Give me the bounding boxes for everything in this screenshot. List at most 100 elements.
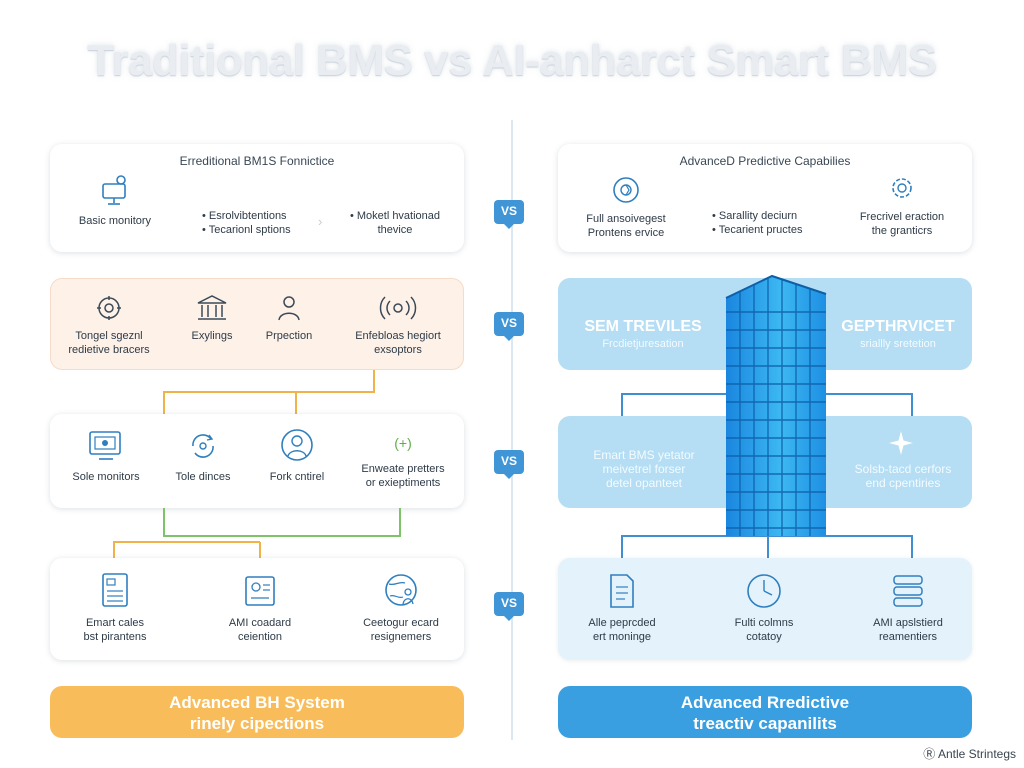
refresh-cycle-icon <box>192 434 214 458</box>
left-card2-item4-line1: Enfebloas hegiort <box>355 330 441 342</box>
document-icon <box>610 574 634 608</box>
left-card2-item3-line1: Prpection <box>265 330 313 342</box>
footer-credit: Ⓡ Antle Strintegs <box>923 745 1016 762</box>
left-card-controls: Sole monitors Tole dinces Fork cntirel (… <box>50 414 464 508</box>
left-card3-item4-line2: or exieptiments <box>365 477 441 489</box>
sparkle-icon <box>889 431 913 455</box>
left-card3-item1-line1: Sole monitors <box>72 471 140 483</box>
chevron-right-icon: › <box>318 214 323 229</box>
right-card1-title: AdvanceD Predictive Capabilies <box>679 154 851 168</box>
right-banner-line1: Advanced Rredictive <box>680 693 850 712</box>
right-card4-item2-line1: Fulti colmns <box>734 617 794 629</box>
left-card3-item4-line1: Enweate pretters <box>361 463 445 475</box>
gear-cycle-icon <box>97 296 121 320</box>
right-card4-item2: Fulti colmns cotatoy <box>716 572 812 644</box>
right-card1-item1: Full ansoivegest Prontens ervice <box>568 174 684 240</box>
gear-settings-icon <box>892 178 912 198</box>
left-card2-item3: Prpection <box>253 293 325 343</box>
left-card4-item1-line2: bst pirantens <box>83 631 147 643</box>
vs-badge-2: VS <box>494 312 524 341</box>
monitor-screen-icon <box>89 431 121 460</box>
center-divider <box>511 120 513 740</box>
right-card1-item3-line2: the granticrs <box>871 225 933 237</box>
right-card4-item3: AMI apslstierd reamentiers <box>848 572 968 644</box>
skyscraper-illustration <box>725 274 827 536</box>
page-title: Traditional BMS vs AI-anharct Smart BMS <box>87 36 937 85</box>
right-card3-right-line2: end cpentiries <box>865 476 941 490</box>
left-card1-item3-line2: thevice <box>377 224 413 236</box>
left-card3-item4: (+) Enweate pretters or exieptiments <box>346 432 460 490</box>
plus-symbol: (+) <box>394 435 412 451</box>
target-circle-icon <box>613 177 639 203</box>
left-card3-item3: Fork cntirel <box>256 428 338 484</box>
left-card2-item4-line2: exsoptors <box>374 344 422 356</box>
left-card1-bullet1: • Esrolvibtentions <box>202 210 287 222</box>
right-card1-item1-line2: Prontens ervice <box>587 227 665 239</box>
globe-person-icon <box>385 574 417 606</box>
right-card4-item1: Alle peprcded ert moninge <box>566 572 678 644</box>
right-card3-left-line3: detel opanteet <box>605 476 683 490</box>
copyright-icon: Ⓡ <box>923 747 936 761</box>
right-card1-bullet2: • Tecarient pructes <box>712 224 803 236</box>
left-card3-item2-line1: Tole dinces <box>175 471 231 483</box>
right-card4-item1-line2: ert moninge <box>592 631 652 643</box>
computer-monitor-icon <box>102 175 126 205</box>
right-card4-item3-line2: reamentiers <box>878 631 938 643</box>
left-card4-item2-line2: ceiention <box>237 631 283 643</box>
right-card-ai-features: Alle peprcded ert moninge Fulti colmns c… <box>558 558 972 660</box>
left-card4-item3: Ceetogur ecard resignemers <box>344 572 458 644</box>
left-card1-item-basic-monitory: Basic monitory <box>70 174 160 228</box>
right-card2-right-sub: sriallly sretetion <box>860 338 936 350</box>
left-card2-item4: Enfebloas hegiort exsoptors <box>339 293 457 357</box>
right-card4-item2-line2: cotatoy <box>746 631 782 643</box>
left-summary-banner: Advanced BH System rinely cipections <box>50 686 464 738</box>
left-card2-item2: Exylings <box>175 293 249 343</box>
left-card4-item1-line1: Emart cales <box>85 617 145 629</box>
left-card1-title: Erreditional BM1S Fonnictice <box>179 154 335 168</box>
right-card4-item1-line1: Alle peprcded <box>588 617 656 629</box>
left-card4-item2: AMI coadard ceiention <box>210 572 310 644</box>
left-banner-line2: rinely cipections <box>189 714 325 733</box>
right-card3-left-line1: Emart BMS yetator <box>593 448 695 462</box>
left-card-systems: Emart cales bst pirantens AMI coadard ce… <box>50 558 464 660</box>
person-icon <box>278 296 300 321</box>
signal-broadcast-icon <box>379 296 417 320</box>
left-card1-item-monitoring-service: • Moketl hvationad thevice <box>330 209 460 237</box>
clock-gauge-icon <box>747 574 781 608</box>
right-card-predictive-capabilities: AdvanceD Predictive Capabilies Full anso… <box>558 144 972 252</box>
left-card3-item3-line1: Fork cntirel <box>269 471 325 483</box>
left-card1-item3-line1: • Moketl hvationad <box>349 210 441 222</box>
left-card4-item2-line1: AMI coadard <box>228 617 292 629</box>
right-banner-line2: treactiv capanilits <box>693 714 837 733</box>
left-card-peach-features: Tongel sgeznl redietive bracers Exylings… <box>50 278 464 370</box>
left-card4-item3-line1: Ceetogur ecard <box>363 617 439 629</box>
right-card2-left-title: SEM TREVILES <box>584 318 702 335</box>
user-circle-icon <box>281 429 313 461</box>
calculator-grid-icon <box>102 573 128 607</box>
right-card1-item1-line1: Full ansoivegest <box>586 213 666 225</box>
vs-badge-3: VS <box>494 450 524 479</box>
right-card2-right-title: GEPTHRVICET <box>841 318 955 335</box>
left-card3-item1: Sole monitors <box>54 428 158 484</box>
left-card3-item2: Tole dinces <box>168 428 238 484</box>
left-connector-upper <box>163 370 375 416</box>
right-card4-item3-line1: AMI apslstierd <box>873 617 943 629</box>
left-card4-item3-line2: resignemers <box>370 631 432 643</box>
right-summary-banner: Advanced Rredictive treactiv capanilits <box>558 686 972 738</box>
right-card1-item3: Frecrivel eraction the granticrs <box>840 172 964 238</box>
left-card2-item1-line2: redietive bracers <box>68 344 150 356</box>
left-card2-item1-line1: Tongel sgeznl <box>75 330 143 342</box>
database-stack-icon <box>893 575 923 607</box>
vs-badge-4: VS <box>494 592 524 621</box>
right-card1-item3-line1: Frecrivel eraction <box>859 211 945 223</box>
right-card1-bullets: • Sarallity deciurn • Tecarient pructes <box>712 209 802 237</box>
building-columns-icon <box>197 295 227 320</box>
left-connector-lower <box>113 508 401 558</box>
right-card3-left-line2: meivetrel forser <box>602 462 686 476</box>
right-card3-right-line1: Solsb-tacd cerfors <box>854 462 952 476</box>
left-card4-item1: Emart cales bst pirantens <box>60 572 170 644</box>
footer-text: Antle Strintegs <box>937 747 1016 761</box>
left-card1-bullets: • Esrolvibtentions • Tecarionl sptions <box>202 209 291 237</box>
left-card2-item1: Tongel sgeznl redietive bracers <box>55 293 163 357</box>
left-banner-line1: Advanced BH System <box>169 693 345 712</box>
